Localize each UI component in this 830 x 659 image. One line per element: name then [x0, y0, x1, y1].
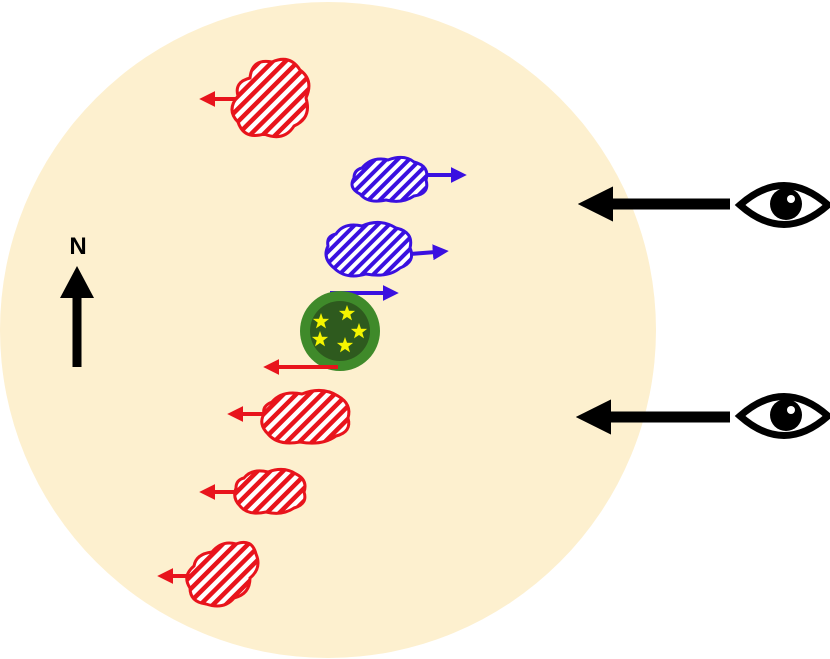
nucleus — [300, 291, 380, 371]
cloud-blue-1 — [350, 155, 429, 203]
cloud-icon — [350, 155, 429, 203]
cloud-red-3 — [233, 467, 307, 515]
eye-icon — [734, 182, 830, 228]
eye-icon — [734, 393, 830, 439]
star-icon — [312, 313, 330, 329]
star-icon — [350, 323, 368, 339]
star-icon — [311, 331, 329, 347]
cloud-icon — [260, 389, 351, 445]
cloud-icon — [233, 467, 307, 515]
motion-arrow-blue-2 — [409, 244, 449, 261]
north-label: N — [69, 233, 86, 260]
star-icon — [336, 337, 354, 353]
cloud-red-1 — [230, 57, 311, 139]
north-arrow-icon — [60, 266, 94, 367]
star-icon — [338, 305, 356, 321]
cloud-icon — [230, 57, 311, 139]
cloud-red-2 — [260, 389, 351, 445]
cloud-icon — [185, 540, 260, 608]
cloud-red-4 — [185, 540, 260, 608]
cloud-blue-2 — [324, 221, 414, 278]
nucleus-core — [310, 301, 370, 361]
cloud-icon — [324, 221, 414, 278]
